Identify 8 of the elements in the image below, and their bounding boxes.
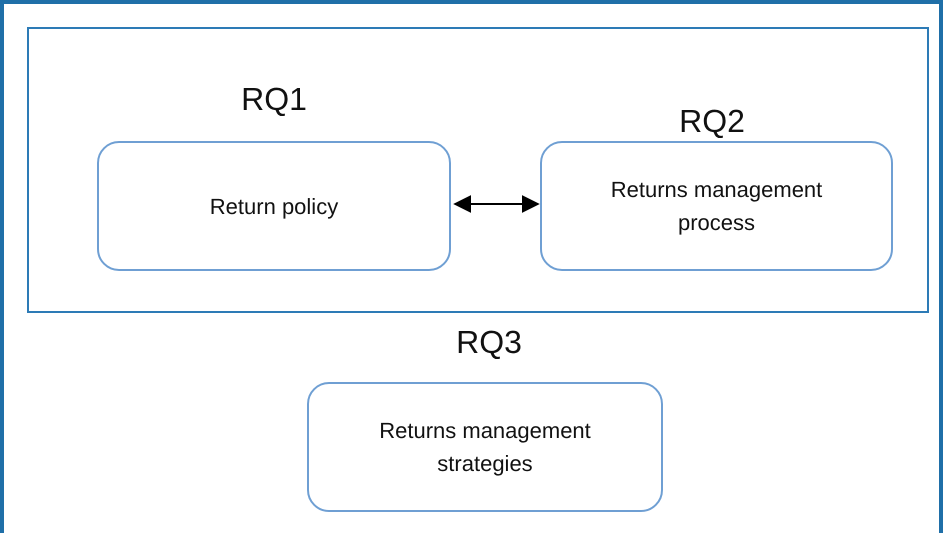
double-arrow [453,195,540,213]
heading: RQ3 [456,324,522,361]
heading: RQ2 [679,103,745,140]
box-label: Returns management strategies [378,417,592,478]
box-label: Returns management process [610,176,824,237]
box-label: Return policy [210,192,338,221]
heading: RQ1 [241,81,307,118]
frame-box [27,27,929,313]
